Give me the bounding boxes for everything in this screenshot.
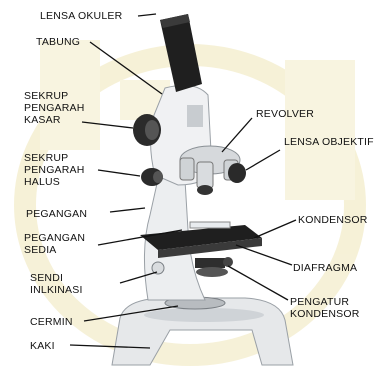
fine-focus-knob — [141, 168, 163, 186]
label-pegangan: PEGANGAN — [26, 208, 87, 220]
label-pegangan-sedia: PEGANGAN SEDIA — [24, 232, 85, 256]
condenser-assembly — [195, 257, 233, 277]
label-sekrup-halus: SEKRUP PENGARAH HALUS — [24, 152, 85, 188]
label-lensa-okuler: LENSA OKULER — [40, 10, 122, 22]
label-tabung: TABUNG — [36, 36, 80, 48]
label-kondensor: KONDENSOR — [298, 214, 367, 226]
label-diafragma: DIAFRAGMA — [293, 262, 357, 274]
label-sekrup-halus-line3: HALUS — [24, 176, 85, 188]
label-sekrup-kasar: SEKRUP PENGARAH KASAR — [24, 90, 85, 126]
coarse-focus-knob — [133, 114, 161, 146]
label-sekrup-halus-line1: SEKRUP — [24, 152, 85, 164]
label-pegangan-sedia-line1: PEGANGAN — [24, 232, 85, 244]
label-sekrup-kasar-line2: PENGARAH — [24, 102, 85, 114]
label-pengatur-kondensor: PENGATUR KONDENSOR — [290, 296, 359, 320]
label-lensa-objektif: LENSA OBJEKTIF — [284, 136, 374, 148]
label-revolver: REVOLVER — [256, 108, 314, 120]
label-sendi-line2: INLKINASI — [30, 284, 83, 296]
label-sekrup-kasar-line3: KASAR — [24, 114, 85, 126]
label-cermin: CERMIN — [30, 316, 73, 328]
label-sendi-line1: SENDI — [30, 272, 83, 284]
label-sendi-inklinasi: SENDI INLKINASI — [30, 272, 83, 296]
revolver-nosepiece — [180, 146, 246, 195]
label-pegangan-sedia-line2: SEDIA — [24, 244, 85, 256]
label-sekrup-halus-line2: PENGARAH — [24, 164, 85, 176]
label-sekrup-kasar-line1: SEKRUP — [24, 90, 85, 102]
label-pengatur-line2: KONDENSOR — [290, 308, 359, 320]
label-pengatur-line1: PENGATUR — [290, 296, 359, 308]
label-kaki: KAKI — [30, 340, 55, 352]
